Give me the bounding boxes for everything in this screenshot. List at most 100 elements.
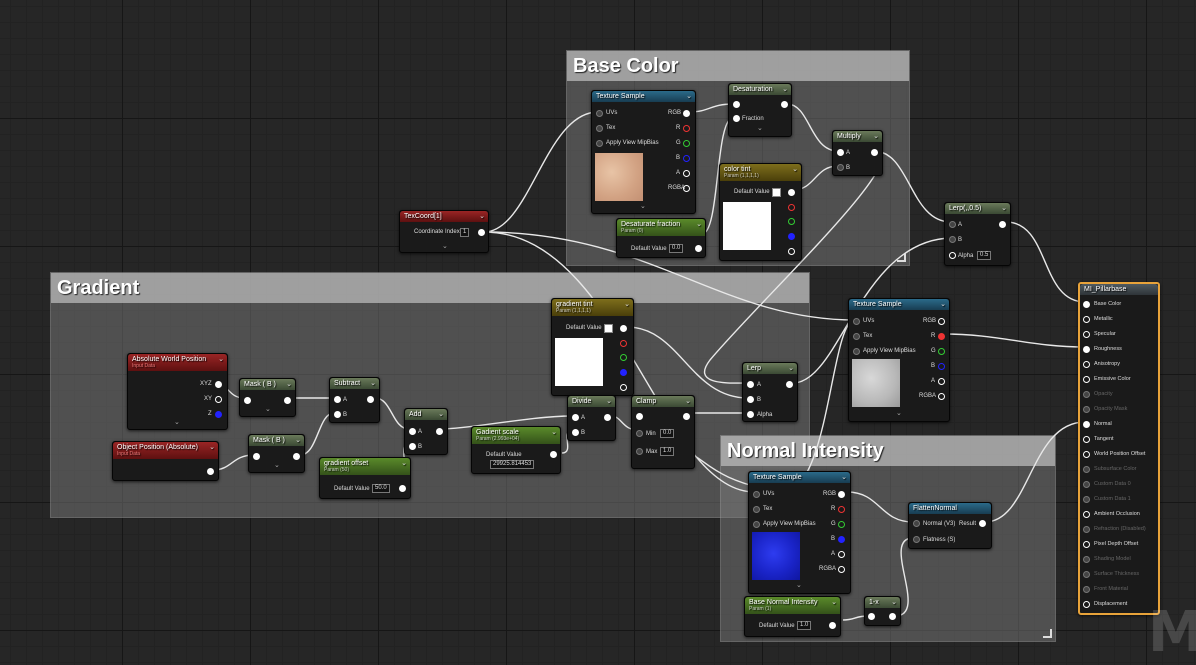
material-pin-tangent-icon[interactable] <box>1083 436 1090 443</box>
a-input-pin[interactable] <box>837 149 844 156</box>
a-output-pin[interactable] <box>838 551 845 558</box>
node-header[interactable]: Mask ( B )⌄ <box>240 379 295 390</box>
output-pin[interactable] <box>293 453 300 460</box>
a-input-pin[interactable] <box>949 221 956 228</box>
alpha-input-pin[interactable] <box>747 411 754 418</box>
r-output-pin[interactable] <box>938 333 945 340</box>
node-header[interactable]: Texture Sample⌄ <box>849 299 949 310</box>
r-output-pin[interactable] <box>838 506 845 513</box>
material-pin-world-position-offset-icon[interactable] <box>1083 451 1090 458</box>
material-pin-front-material-icon[interactable] <box>1083 586 1090 593</box>
a-output-pin[interactable] <box>620 384 627 391</box>
chevron-down-icon[interactable]: ⌄ <box>940 301 946 308</box>
material-pin-opacity-icon[interactable] <box>1083 391 1090 398</box>
mip-input-pin[interactable] <box>596 140 603 147</box>
expand-chevron-icon[interactable]: ⌄ <box>442 243 448 250</box>
material-pin-subsurface-color-icon[interactable] <box>1083 466 1090 473</box>
output-pin[interactable] <box>367 396 374 403</box>
input-pin[interactable] <box>868 613 875 620</box>
chevron-down-icon[interactable]: ⌄ <box>606 398 612 405</box>
node-header[interactable]: TexCoord[1]⌄ <box>400 211 488 222</box>
output-pin[interactable] <box>284 397 291 404</box>
material-pin-surface-thickness-icon[interactable] <box>1083 571 1090 578</box>
rgba-output-pin[interactable] <box>838 566 845 573</box>
b-output-pin[interactable] <box>838 536 845 543</box>
node-header[interactable]: Desaturation⌄ <box>729 84 791 95</box>
output-pin[interactable] <box>786 381 793 388</box>
b-input-pin[interactable] <box>747 396 754 403</box>
g-output-pin[interactable] <box>788 218 795 225</box>
b-output-pin[interactable] <box>683 155 690 162</box>
chevron-down-icon[interactable]: ⌄ <box>479 213 485 220</box>
output-pin[interactable] <box>436 428 443 435</box>
b-input-pin[interactable] <box>837 164 844 171</box>
node-add[interactable]: Add⌄ A B <box>404 408 448 455</box>
b-input-pin[interactable] <box>572 429 579 436</box>
resize-grip-icon[interactable] <box>897 253 906 262</box>
r-output-pin[interactable] <box>788 204 795 211</box>
node-one-minus[interactable]: 1-x⌄ <box>864 596 901 626</box>
mip-input-pin[interactable] <box>853 348 860 355</box>
chevron-down-icon[interactable]: ⌄ <box>841 474 847 481</box>
a-input-pin[interactable] <box>747 381 754 388</box>
node-header[interactable]: Lerp⌄ <box>743 363 797 374</box>
chevron-down-icon[interactable]: ⌄ <box>438 411 444 418</box>
material-pin-metallic-icon[interactable] <box>1083 316 1090 323</box>
chevron-down-icon[interactable]: ⌄ <box>218 356 224 363</box>
node-texcoord[interactable]: TexCoord[1]⌄ Coordinate Index 1 ⌄ <box>399 210 489 253</box>
b-output-pin[interactable] <box>620 369 627 376</box>
chevron-down-icon[interactable]: ⌄ <box>295 437 301 444</box>
mip-input-pin[interactable] <box>753 521 760 528</box>
tex-input-pin[interactable] <box>753 506 760 513</box>
g-output-pin[interactable] <box>938 348 945 355</box>
chevron-down-icon[interactable]: ⌄ <box>696 221 702 228</box>
node-object-position[interactable]: Object Position (Absolute)Input Data⌄ <box>112 441 219 481</box>
output-pin[interactable] <box>889 613 896 620</box>
input-pin[interactable] <box>244 397 251 404</box>
material-pin-base-color-icon[interactable] <box>1083 301 1090 308</box>
material-pin-custom-data-1-icon[interactable] <box>1083 496 1090 503</box>
chevron-down-icon[interactable]: ⌄ <box>685 398 691 405</box>
node-texture-sample-roughness[interactable]: Texture Sample⌄ UVs Tex Apply View MipBi… <box>848 298 950 422</box>
max-input-pin[interactable] <box>636 448 643 455</box>
resize-grip-icon[interactable] <box>1043 629 1052 638</box>
chevron-down-icon[interactable]: ⌄ <box>286 381 292 388</box>
rgb-output-pin[interactable] <box>938 318 945 325</box>
chevron-down-icon[interactable]: ⌄ <box>788 365 794 372</box>
chevron-down-icon[interactable]: ⌄ <box>401 460 407 467</box>
output-pin[interactable] <box>620 325 627 332</box>
material-pin-emissive-color-icon[interactable] <box>1083 376 1090 383</box>
rgb-output-pin[interactable] <box>683 110 690 117</box>
node-header[interactable]: Subtract⌄ <box>330 378 379 389</box>
node-header[interactable]: Object Position (Absolute)Input Data⌄ <box>113 442 218 459</box>
rgba-output-pin[interactable] <box>683 185 690 192</box>
chevron-down-icon[interactable]: ⌄ <box>792 166 798 173</box>
output-pin[interactable] <box>478 229 485 236</box>
color-swatch[interactable] <box>604 324 613 333</box>
node-clamp[interactable]: Clamp⌄ Min 0.0 Max 1.0 <box>631 395 695 469</box>
flatness-input-pin[interactable] <box>913 536 920 543</box>
b-input-pin[interactable] <box>409 443 416 450</box>
expand-chevron-icon[interactable]: ⌄ <box>896 410 902 417</box>
uvs-input-pin[interactable] <box>753 491 760 498</box>
node-lerp-top[interactable]: Lerp(,,0.5)⌄ A B Alpha 0.5 <box>944 202 1011 266</box>
alpha-value-field[interactable]: 0.5 <box>977 251 992 260</box>
expand-chevron-icon[interactable]: ⌄ <box>265 406 271 413</box>
material-pin-specular-icon[interactable] <box>1083 331 1090 338</box>
output-pin[interactable] <box>695 245 702 252</box>
node-header[interactable]: 1-x⌄ <box>865 597 900 608</box>
chevron-down-icon[interactable]: ⌄ <box>1001 205 1007 212</box>
output-pin[interactable] <box>604 414 611 421</box>
material-pin-ambient-occlusion-icon[interactable] <box>1083 511 1090 518</box>
tex-input-pin[interactable] <box>596 125 603 132</box>
node-header[interactable]: Divide⌄ <box>568 396 615 407</box>
node-texture-sample-base[interactable]: Texture Sample⌄ UVs Tex Apply View MipBi… <box>591 90 696 214</box>
